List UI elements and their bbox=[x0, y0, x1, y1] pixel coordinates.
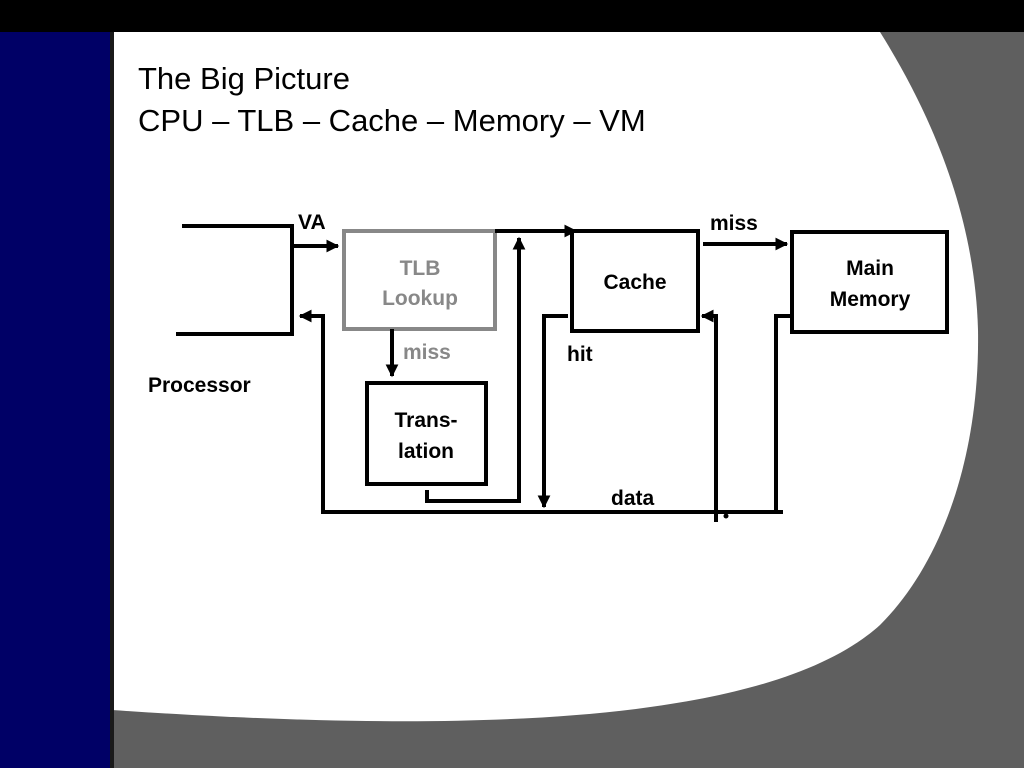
translation-label-line1: Trans- bbox=[394, 409, 457, 432]
tlb-label-line1: TLB bbox=[400, 257, 441, 280]
va-label: VA bbox=[298, 211, 326, 234]
left-bar-edge bbox=[110, 0, 114, 768]
translation-box bbox=[365, 381, 488, 486]
cache-miss-label: miss bbox=[710, 212, 758, 235]
tlb-lookup-box bbox=[342, 229, 497, 331]
hit-path bbox=[537, 314, 568, 509]
slide-title: The Big Picture bbox=[138, 61, 350, 96]
memory-label-line1: Main bbox=[846, 257, 894, 280]
memory-return-path bbox=[774, 314, 791, 512]
slide-subtitle: CPU – TLB – Cache – Memory – VM bbox=[138, 103, 646, 138]
processor-block bbox=[176, 224, 294, 336]
tlb-label-line2: Lookup bbox=[382, 287, 458, 310]
translation-output-path bbox=[425, 490, 519, 503]
translation-label-line2: lation bbox=[398, 440, 454, 463]
top-bar bbox=[0, 0, 1024, 32]
hit-label: hit bbox=[567, 343, 593, 366]
tlb-miss-label: miss bbox=[403, 341, 451, 364]
cache-box bbox=[570, 229, 700, 333]
main-memory-box bbox=[790, 230, 949, 334]
data-label: data bbox=[611, 487, 655, 510]
memory-label-line2: Memory bbox=[830, 288, 911, 311]
left-accent-bar bbox=[0, 0, 110, 768]
junction-dot bbox=[723, 513, 729, 519]
data-bus bbox=[298, 309, 783, 514]
cache-label: Cache bbox=[603, 271, 666, 294]
processor-label: Processor bbox=[148, 374, 251, 397]
